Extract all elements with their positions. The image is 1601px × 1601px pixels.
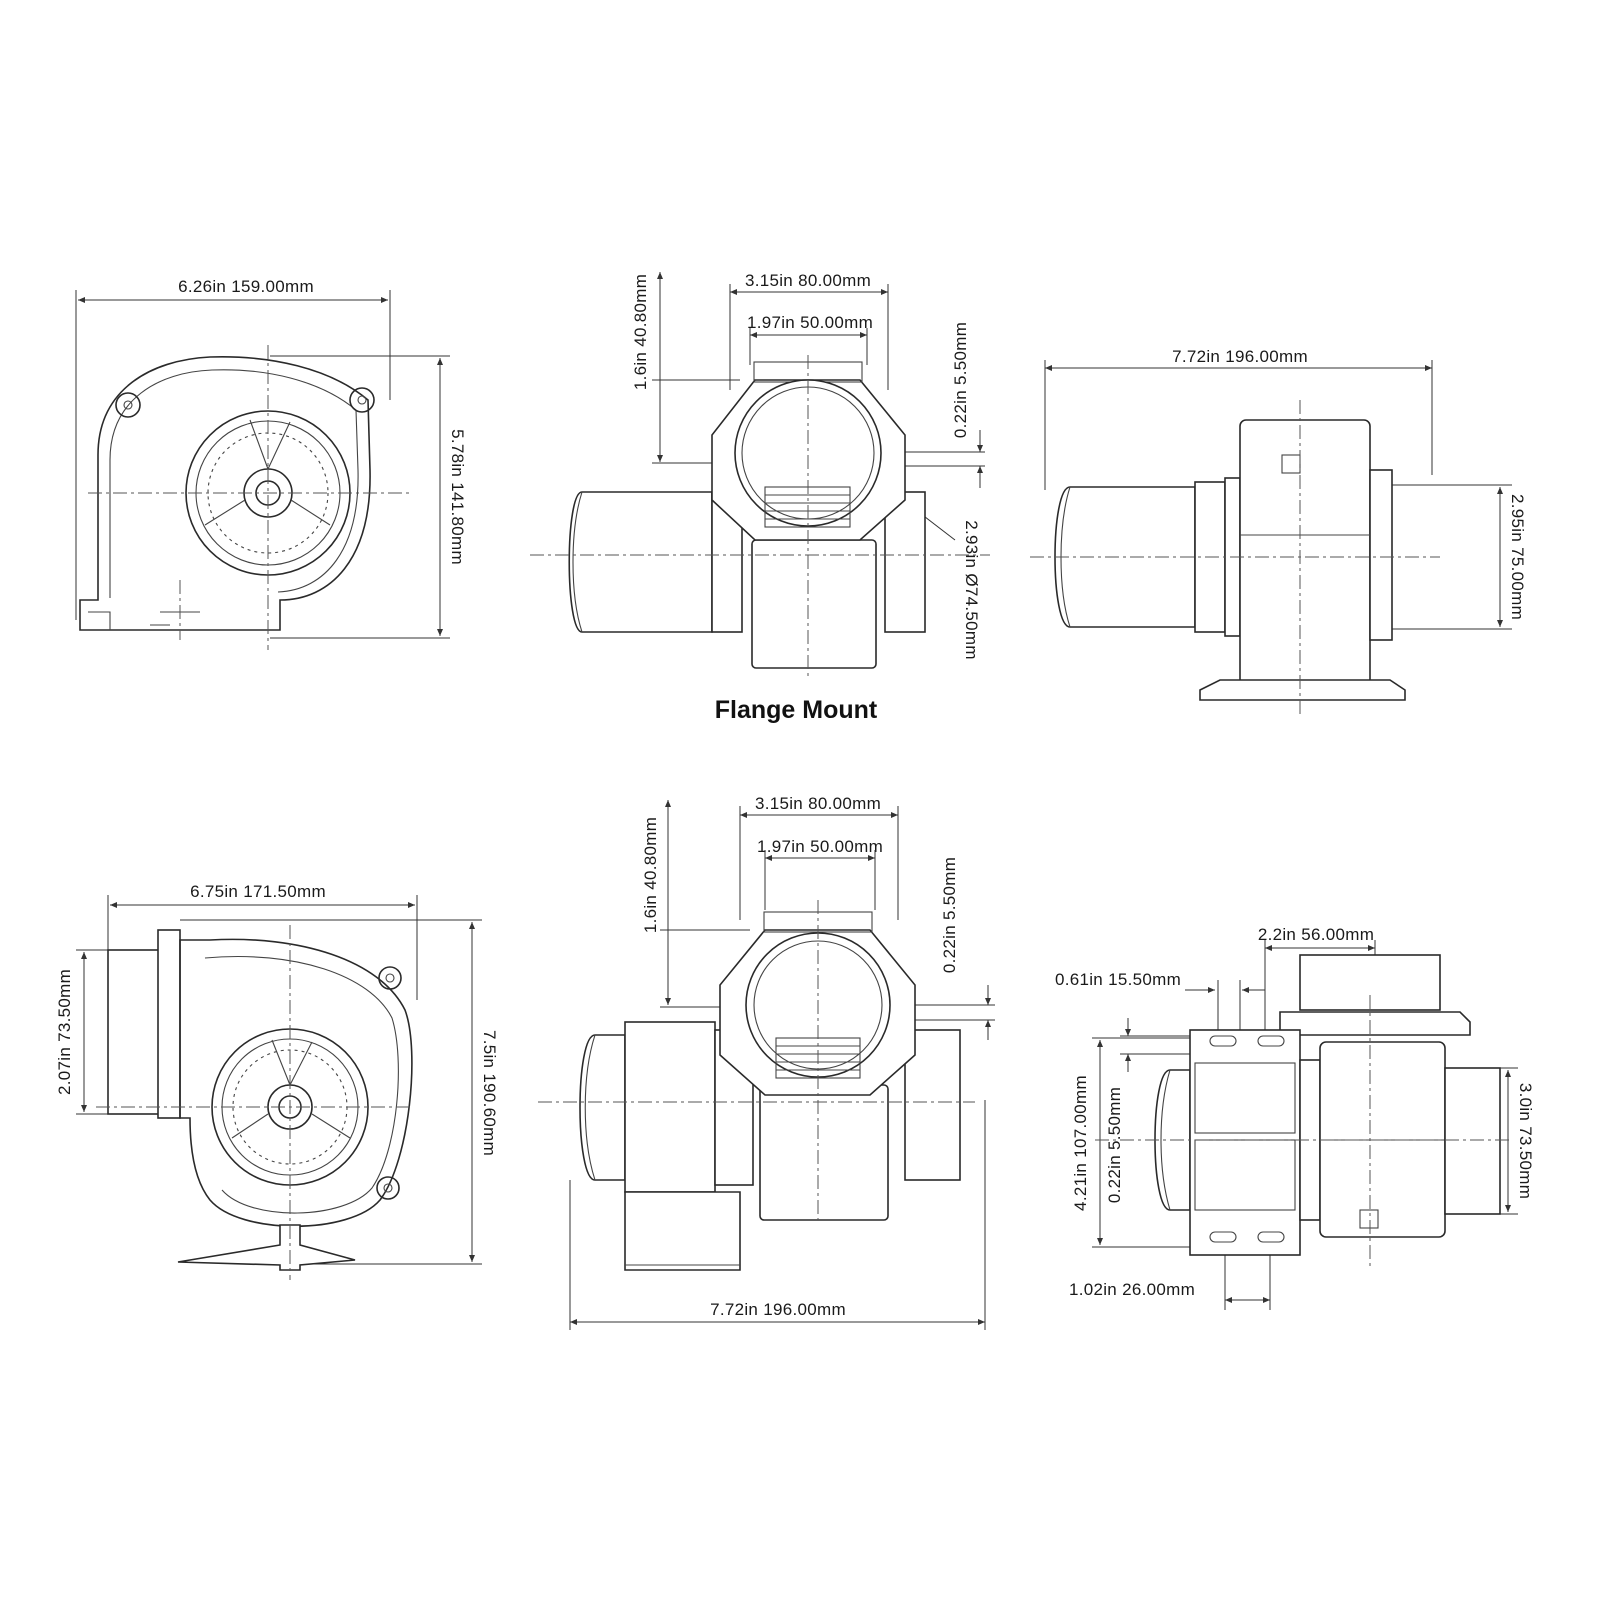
dim-diameter: 2.93in Ø74.50mm: [962, 520, 981, 660]
view-top-left-blower-side: 6.26in 159.00mm 5.78in 141.80mm: [75, 277, 467, 650]
dim-length: 7.72in 196.00mm: [1172, 347, 1308, 366]
caption-flange-mount: Flange Mount: [715, 696, 878, 724]
dim-height-right: 7.5in 190.60mm: [480, 1030, 499, 1156]
dim-width: 6.26in 159.00mm: [178, 277, 314, 296]
dim-height-right: 0.22in 5.50mm: [951, 322, 970, 438]
dim-inner-width: 1.97in 50.00mm: [757, 837, 883, 856]
dim-height: 5.78in 141.80mm: [448, 429, 467, 565]
dim-height-outer: 4.21in 107.00mm: [1071, 1075, 1090, 1211]
dim-top: 2.2in 56.00mm: [1258, 925, 1374, 944]
dim-height: 2.95in 75.00mm: [1508, 494, 1527, 620]
view-bottom-right-blower-bracket: 2.2in 56.00mm 0.61in 15.50mm 4.21in 107.…: [1055, 925, 1535, 1310]
dim-height-right: 0.22in 5.50mm: [940, 857, 959, 973]
dim-height-left: 1.6in 40.80mm: [641, 817, 660, 933]
dim-height-slot: 0.22in 5.50mm: [1105, 1087, 1124, 1203]
dim-length: 7.72in 196.00mm: [710, 1300, 846, 1319]
dim-height-left: 2.07in 73.50mm: [55, 969, 74, 1095]
dim-outer-width: 3.15in 80.00mm: [755, 794, 881, 813]
dim-inner-width: 1.97in 50.00mm: [747, 313, 873, 332]
view-top-center-blower-front: 3.15in 80.00mm 1.97in 50.00mm 1.6in 40.8…: [530, 271, 990, 724]
dim-bottom: 1.02in 26.00mm: [1069, 1280, 1195, 1299]
dim-slot: 0.61in 15.50mm: [1055, 970, 1181, 989]
dim-height-right: 3.0in 73.50mm: [1516, 1083, 1535, 1199]
dim-outer-width: 3.15in 80.00mm: [745, 271, 871, 290]
view-top-right-blower-top: 7.72in 196.00mm 2.95in 75.00mm: [1030, 347, 1527, 715]
dim-width: 6.75in 171.50mm: [190, 882, 326, 901]
view-bottom-left-blower-side: 6.75in 171.50mm 2.07in 73.50mm 7.5in 190…: [55, 882, 499, 1280]
view-bottom-center-blower-front: 3.15in 80.00mm 1.97in 50.00mm 1.6in 40.8…: [538, 794, 995, 1330]
dim-height-left: 1.6in 40.80mm: [631, 274, 650, 390]
